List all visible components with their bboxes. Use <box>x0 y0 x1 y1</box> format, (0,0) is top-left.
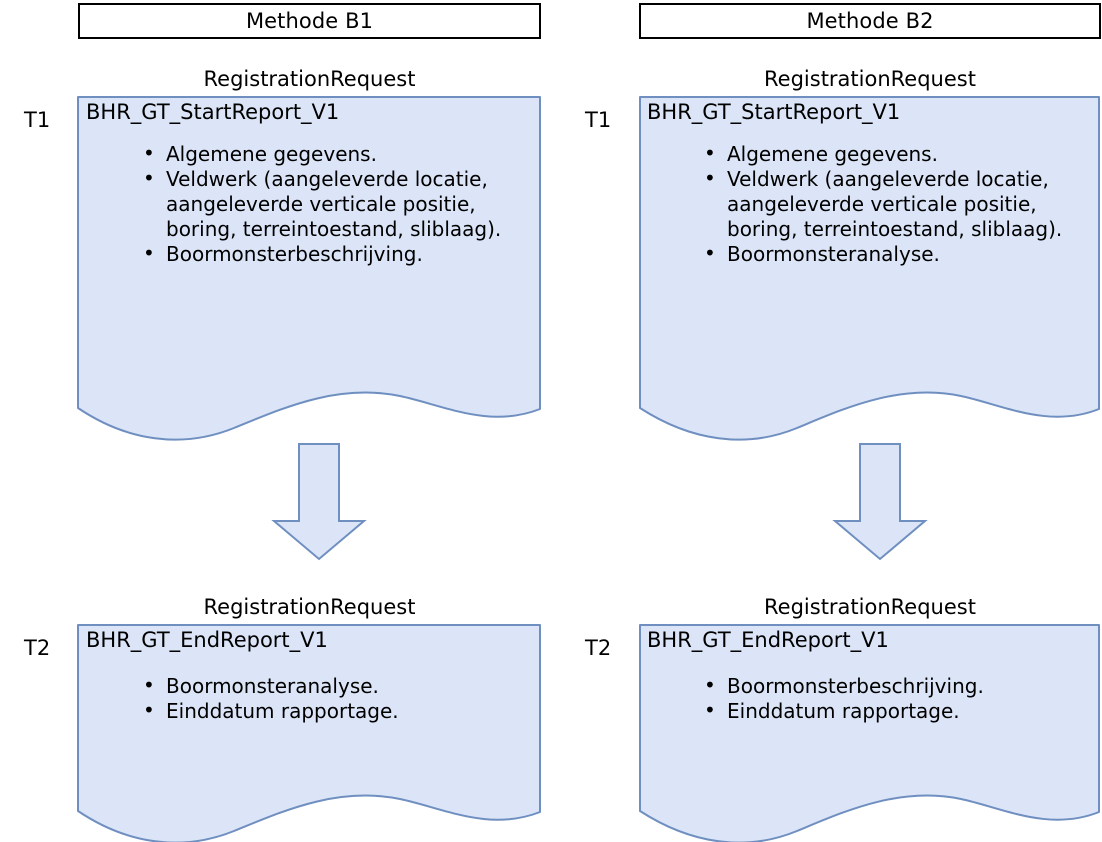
document-title-b1-t2: BHR_GT_EndReport_V1 <box>86 628 328 652</box>
document-body-b1-t1: BHR_GT_StartReport_V1 Algemene gegevens.… <box>86 100 536 267</box>
list-item: Algemene gegevens. <box>704 141 1084 167</box>
document-body-b1-t2: BHR_GT_EndReport_V1 Boormonsteranalyse.E… <box>86 628 536 724</box>
method-header-b1-label: Methode B1 <box>245 8 374 33</box>
time-label-b1-t2: T2 <box>24 636 51 660</box>
document-bullets-b1-t1: Algemene gegevens.Veldwerk (aangeleverde… <box>143 141 523 267</box>
list-item: Algemene gegevens. <box>143 141 523 167</box>
list-item: Einddatum rapportage. <box>143 698 533 724</box>
down-arrow-b1 <box>271 443 367 561</box>
method-header-b1: Methode B1 <box>78 3 541 39</box>
document-bullets-b2-t1: Algemene gegevens.Veldwerk (aangeleverde… <box>704 141 1084 267</box>
method-header-b2: Methode B2 <box>639 3 1101 39</box>
list-item: Veldwerk (aangeleverde locatie, aangelev… <box>143 166 523 242</box>
document-caption-b1-t2: RegistrationRequest <box>203 595 416 619</box>
document-bullets-b2-t2: Boormonsterbeschrijving.Einddatum rappor… <box>704 673 1094 724</box>
time-label-b1-t1: T1 <box>24 108 51 132</box>
document-title-b2-t2: BHR_GT_EndReport_V1 <box>647 628 889 652</box>
list-item: Boormonsterbeschrijving. <box>704 673 1094 699</box>
document-caption-b1-t1: RegistrationRequest <box>203 67 416 91</box>
time-label-b2-t2: T2 <box>585 636 612 660</box>
method-header-b2-label: Methode B2 <box>806 8 934 33</box>
time-label-b2-t1: T1 <box>585 108 612 132</box>
list-item: Veldwerk (aangeleverde locatie, aangelev… <box>704 166 1084 242</box>
down-arrow-b2 <box>832 443 928 561</box>
list-item: Boormonsteranalyse. <box>704 241 1084 267</box>
list-item: Boormonsterbeschrijving. <box>143 241 523 267</box>
document-title-b2-t1: BHR_GT_StartReport_V1 <box>647 100 901 124</box>
document-caption-b2-t1: RegistrationRequest <box>764 67 976 91</box>
document-bullets-b1-t2: Boormonsteranalyse.Einddatum rapportage. <box>143 673 533 724</box>
document-body-b2-t2: BHR_GT_EndReport_V1 Boormonsterbeschrijv… <box>647 628 1097 724</box>
list-item: Einddatum rapportage. <box>704 698 1094 724</box>
list-item: Boormonsteranalyse. <box>143 673 533 699</box>
document-title-b1-t1: BHR_GT_StartReport_V1 <box>86 100 340 124</box>
document-caption-b2-t2: RegistrationRequest <box>764 595 976 619</box>
document-body-b2-t1: BHR_GT_StartReport_V1 Algemene gegevens.… <box>647 100 1097 267</box>
